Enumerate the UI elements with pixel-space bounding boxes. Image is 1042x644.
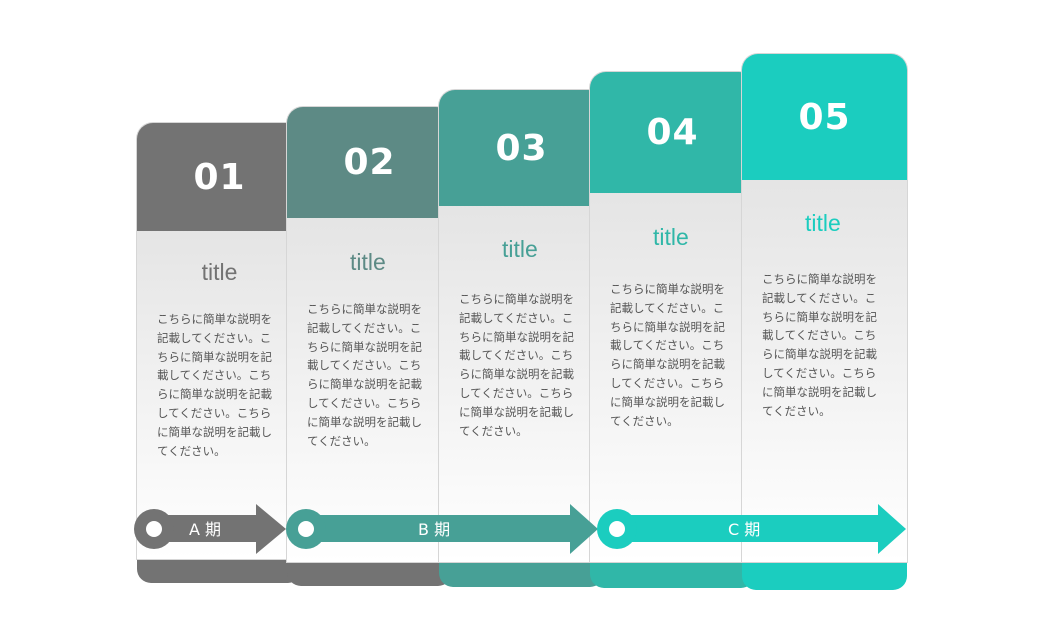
period-a-start-dot-icon	[134, 509, 174, 549]
period-b-arrowhead-icon	[570, 504, 598, 554]
period-c-start-dot-icon	[597, 509, 637, 549]
period-c-arrowhead-icon	[878, 504, 906, 554]
step-header-04: 04	[590, 72, 755, 193]
step-number: 03	[495, 127, 548, 169]
step-card-05: 05 title こちらに簡単な説明を記載してください。こちらに簡単な説明を記載…	[742, 54, 907, 562]
step-number: 05	[798, 96, 851, 138]
step-number: 04	[646, 112, 699, 153]
step-title: title	[502, 236, 538, 262]
step-title: title	[350, 249, 386, 275]
period-a-arrowhead-icon	[256, 504, 286, 554]
period-b-start-dot-icon	[286, 509, 326, 549]
step-title: title	[653, 224, 689, 250]
step-header-03: 03	[439, 90, 604, 206]
step-description: こちらに簡単な説明を記載してください。こちらに簡単な説明を記載してください。こち…	[459, 292, 574, 438]
period-c-label: C 期	[728, 520, 761, 539]
step-card-03: 03 title こちらに簡単な説明を記載してください。こちらに簡単な説明を記載…	[439, 90, 604, 562]
period-b-bar	[306, 515, 572, 542]
period-c-bar	[617, 515, 880, 542]
step-title: title	[805, 210, 841, 236]
step-description: こちらに簡単な説明を記載してください。こちらに簡単な説明を記載してください。こち…	[157, 312, 272, 458]
step-description: こちらに簡単な説明を記載してください。こちらに簡単な説明を記載してください。こち…	[307, 302, 422, 448]
step-description: こちらに簡単な説明を記載してください。こちらに簡単な説明を記載してください。こち…	[762, 272, 877, 418]
step-header-02: 02	[287, 107, 452, 218]
period-b-label: B 期	[418, 520, 451, 539]
step-number: 02	[343, 142, 396, 183]
step-header-05: 05	[742, 54, 907, 180]
step-card-01: 01 title こちらに簡単な説明を記載してください。こちらに簡単な説明を記載…	[137, 123, 302, 559]
step-description: こちらに簡単な説明を記載してください。こちらに簡単な説明を記載してください。こち…	[610, 282, 725, 428]
step-card-02: 02 title こちらに簡単な説明を記載してください。こちらに簡単な説明を記載…	[287, 107, 452, 562]
period-a-label: A 期	[189, 520, 222, 539]
step-header-01: 01	[137, 123, 302, 231]
step-number: 01	[193, 156, 246, 198]
step-title: title	[201, 259, 238, 285]
step-card-04: 04 title こちらに簡単な説明を記載してください。こちらに簡単な説明を記載…	[590, 72, 755, 562]
